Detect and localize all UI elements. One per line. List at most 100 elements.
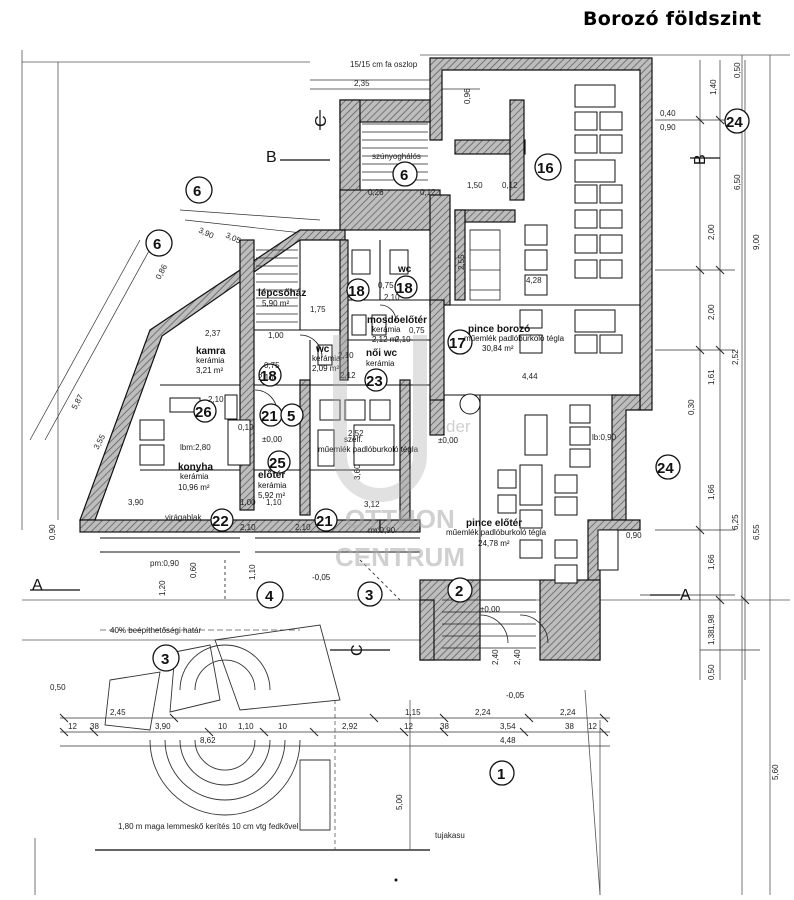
dimension-label: 2,10: [295, 523, 311, 532]
dimension-label: 8,62: [200, 736, 216, 745]
plan-rect: [574, 209, 598, 229]
plan-rect: [497, 469, 517, 489]
page-dot: [394, 878, 398, 882]
plan-shape: [299, 759, 331, 831]
plan-rect: [539, 579, 601, 661]
dimension-label: 2,10: [384, 293, 400, 302]
plan-line: [309, 727, 319, 737]
room-name-konyha: konyha: [178, 462, 213, 473]
room-area-pince-eloter: 24,78 m²: [478, 539, 510, 548]
dimension-label: 4,44: [522, 372, 538, 381]
level-3: -0,05: [312, 573, 331, 582]
dimension-label: 2,10: [395, 335, 411, 344]
plan-shape: [104, 671, 161, 731]
plan-rect: [519, 334, 543, 354]
dimension-lines: [29, 60, 760, 747]
plan-curve: [379, 304, 397, 322]
plan-rect: [554, 564, 578, 584]
dimension-label: 2,12: [340, 371, 356, 380]
dimension-label: 10: [218, 722, 227, 731]
dimension-label: 3,90: [128, 498, 144, 507]
dimension-label: 16: [537, 160, 554, 177]
plan-curve: [333, 335, 427, 502]
plan-title: Borozó földszint: [583, 8, 762, 30]
room-finish-konyha: kerámia: [180, 472, 209, 481]
plan-line: [29, 239, 141, 441]
dimension-label: 6,55: [752, 524, 761, 540]
plan-rect: [569, 448, 591, 468]
dimension-label: 0,30: [687, 399, 696, 415]
plan-rect: [574, 159, 616, 183]
marker-6b: [145, 229, 173, 257]
dimension-label: 18: [260, 368, 277, 385]
note-telekhatar: 40% beépíthetőségi határ: [110, 626, 202, 635]
plan-curve: [194, 659, 256, 691]
dimension-label: 25: [269, 455, 286, 472]
marker-23: [364, 368, 388, 392]
plan-shape: [429, 57, 653, 411]
plan-curve: [149, 739, 301, 816]
plan-rect: [599, 209, 623, 229]
room-area-pince-borozo: 30,84 m²: [482, 344, 514, 353]
plan-rect: [519, 464, 543, 506]
room-name-pince-borozo: pince borozó: [468, 324, 530, 335]
plan-rect: [509, 99, 525, 201]
circle-marker-labels: 6 6 6 16 24 24 17 18 18 18 23 26 21 5 25…: [153, 114, 743, 783]
plan-rect: [369, 399, 391, 421]
plan-line: [524, 713, 534, 723]
dimension-label: 0,50: [733, 62, 742, 78]
plan-rect: [224, 394, 238, 420]
note-viragablak: virágablak: [165, 513, 202, 522]
plan-rect: [524, 249, 548, 271]
plan-rect: [574, 134, 598, 154]
plan-rect: [599, 134, 623, 154]
plan-line: [584, 689, 601, 896]
plan-line: [59, 727, 69, 737]
plan-rect: [339, 189, 441, 231]
dimension-label: 1,00: [268, 331, 284, 340]
room-labels: lépcsőház 5,90 m² wc wc kerámia 2,09 m² …: [178, 264, 565, 548]
marker-1: [489, 760, 515, 786]
plan-curve: [164, 739, 286, 801]
dimension-label: 0,90: [660, 123, 676, 132]
plan-rect: [519, 509, 543, 529]
room-finish-szelelo: műemlék padlóburkoló tégla: [318, 445, 419, 454]
plan-rect: [574, 84, 616, 108]
watermark-side: der: [446, 417, 471, 436]
dimension-label: 6,50: [733, 174, 742, 190]
dimension-label: 3,90: [197, 226, 215, 241]
plan-rect: [339, 99, 361, 201]
plan-line: [44, 239, 156, 441]
plan-rect: [524, 414, 548, 456]
plan-rect: [454, 139, 526, 155]
dimension-label: 2,92: [342, 722, 358, 731]
marker-2: [447, 577, 473, 603]
dimension-label: 1,10: [248, 564, 257, 580]
plan-rect: [317, 344, 333, 366]
plan-line: [695, 265, 705, 275]
room-name-szelelo: szélf.: [344, 435, 363, 444]
plan-line: [715, 265, 725, 275]
note-rm: rm:0,90: [368, 526, 396, 535]
dimension-label: 2,10: [338, 351, 354, 360]
dimension-label: 2: [455, 583, 463, 600]
furniture: [139, 84, 623, 584]
dimension-label: 1,61: [707, 369, 716, 385]
dimension-label: 2,10: [208, 395, 224, 404]
dimension-label: 2,24: [560, 708, 576, 717]
dimension-label: 23: [366, 373, 383, 390]
plan-rect: [569, 404, 591, 424]
dimension-label: 2,45: [110, 708, 126, 717]
room-finish-mosdoeloter: kerámia: [372, 325, 401, 334]
dimension-label: 6: [153, 236, 161, 253]
dimension-label: 38: [565, 722, 574, 731]
plan-rect: [569, 426, 591, 446]
garden: [104, 559, 401, 831]
circle-markers: [145, 108, 750, 786]
plan-line: [695, 345, 705, 355]
plan-rect: [139, 419, 165, 441]
plan-curve: [179, 739, 271, 786]
dimension-label: 0,40: [660, 109, 676, 118]
plan-rect: [353, 424, 395, 466]
plan-rect: [554, 474, 578, 494]
